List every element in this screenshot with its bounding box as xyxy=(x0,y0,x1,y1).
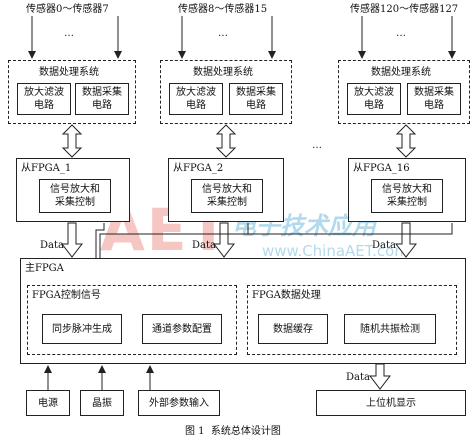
figure-caption: 图 1 系统总体设计图 xyxy=(185,426,281,437)
acquisition-circuit: 数据采集 电路 xyxy=(75,83,129,115)
sensors-group-16-label: 传感器120～传感器127 xyxy=(350,4,459,15)
slave-fpga-2: 从FPGA_2 信号放大和 采集控制 xyxy=(168,158,284,222)
sensors-ellipsis-2: … xyxy=(218,28,228,39)
crystal-oscillator: 晶振 xyxy=(80,390,124,416)
slave-fpga-16: 从FPGA_16 信号放大和 采集控制 xyxy=(348,158,466,222)
master-fpga-title: 主FPGA xyxy=(25,263,64,274)
fpga-control-signals: FPGA控制信号 同步脉冲生成 通道参数配置 xyxy=(27,285,237,355)
external-param-input: 外部参数输入 xyxy=(138,390,220,416)
signal-amp-acq-control: 信号放大和 采集控制 xyxy=(371,179,443,213)
watermark-url: www.ChinaAET.com xyxy=(262,242,409,260)
processing-ellipsis: … xyxy=(312,140,322,151)
signal-amp-acq-control: 信号放大和 采集控制 xyxy=(39,179,111,213)
stochastic-resonance-detection: 随机共振检测 xyxy=(344,314,436,344)
data-label-16: Data xyxy=(372,240,396,251)
processing-system-2: 数据处理系统 放大滤波 电路 数据采集 电路 xyxy=(160,60,292,124)
fpga-data-processing: FPGA数据处理 数据缓存 随机共振检测 xyxy=(247,285,457,355)
acquisition-circuit: 数据采集 电路 xyxy=(229,83,283,115)
sensors-ellipsis-3: … xyxy=(396,28,406,39)
signal-amp-acq-control: 信号放大和 采集控制 xyxy=(191,179,263,213)
processing-system-title: 数据处理系统 xyxy=(371,67,431,78)
slave-fpga-title: 从FPGA_1 xyxy=(21,163,72,174)
bidirectional-arrow xyxy=(61,124,417,158)
processing-system-title: 数据处理系统 xyxy=(193,67,253,78)
data-label-2: Data xyxy=(192,240,216,251)
slave-fpga-1: 从FPGA_1 信号放大和 采集控制 xyxy=(16,158,130,222)
data-processing-title: FPGA数据处理 xyxy=(252,290,321,301)
data-down-arrow xyxy=(60,222,418,258)
control-feedback-line xyxy=(95,223,453,258)
host-display: 上位机显示 xyxy=(316,390,466,416)
power-supply: 电源 xyxy=(26,390,70,416)
processing-system-title: 数据处理系统 xyxy=(39,67,99,78)
data-label-1: Data xyxy=(40,240,64,251)
processing-system-1: 数据处理系统 放大滤波 电路 数据采集 电路 xyxy=(8,60,136,124)
filter-circuit: 放大滤波 电路 xyxy=(347,83,401,115)
filter-circuit: 放大滤波 电路 xyxy=(17,83,71,115)
processing-system-16: 数据处理系统 放大滤波 电路 数据采集 电路 xyxy=(338,60,470,124)
sync-pulse-generation: 同步脉冲生成 xyxy=(42,314,122,344)
master-fpga: 主FPGA FPGA控制信号 同步脉冲生成 通道参数配置 FPGA数据处理 数据… xyxy=(20,258,466,364)
sensors-group-1-label: 传感器0～传感器7 xyxy=(26,4,109,15)
filter-circuit: 放大滤波 电路 xyxy=(169,83,223,115)
host-data-arrow xyxy=(368,363,392,390)
sensors-ellipsis-1: … xyxy=(64,28,74,39)
slave-fpga-title: 从FPGA_2 xyxy=(173,163,224,174)
acquisition-circuit: 数据采集 电路 xyxy=(407,83,461,115)
data-label-host: Data xyxy=(346,372,370,383)
channel-param-config: 通道参数配置 xyxy=(142,314,222,344)
control-signals-title: FPGA控制信号 xyxy=(32,290,101,301)
sensors-group-2-label: 传感器8～传感器15 xyxy=(178,4,268,15)
slave-fpga-title: 从FPGA_16 xyxy=(353,163,410,174)
data-buffer: 数据缓存 xyxy=(258,314,328,344)
